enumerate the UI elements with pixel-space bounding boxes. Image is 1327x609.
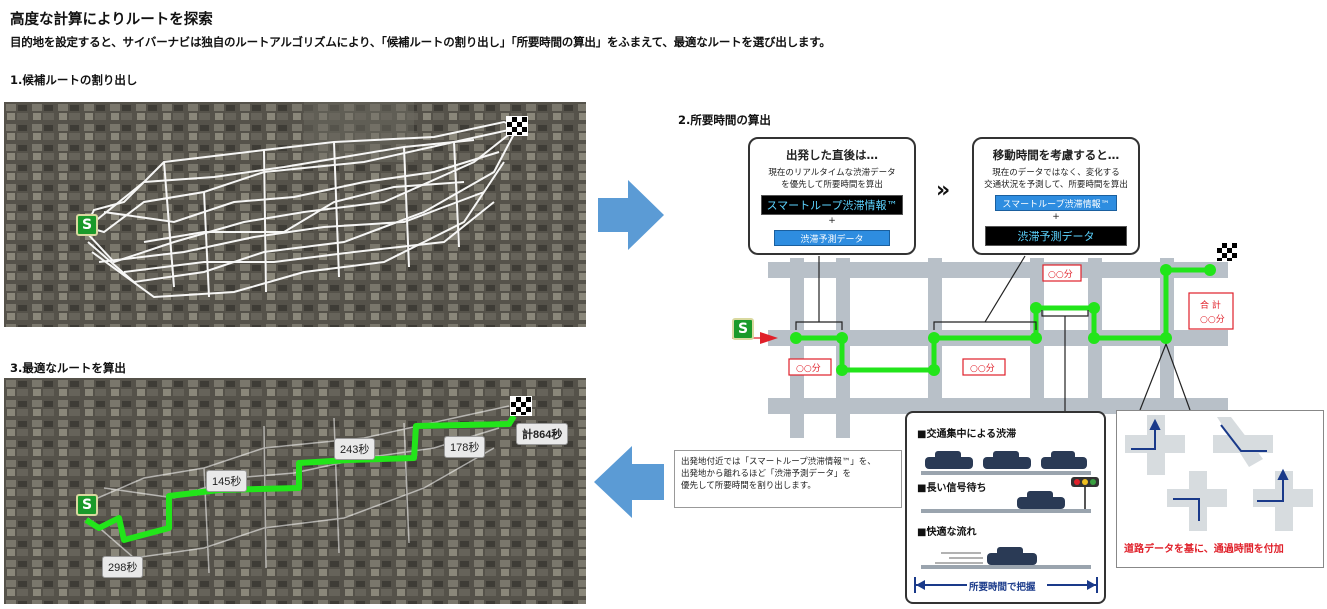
road-data-box xyxy=(1116,410,1324,568)
explanation-note: 出発地付近では「スマートループ渋滞情報™」を、 出発地から離れるほど「渋滞予測デ… xyxy=(674,450,902,508)
start-flag-icon: S xyxy=(732,318,754,340)
candidate-routes-map: S xyxy=(4,102,586,327)
realtime-heading: 出発した直後は… xyxy=(786,148,878,162)
forecast-desc-line2: 交通状況を予測して、所要時間を算出 xyxy=(984,180,1128,190)
legend-signal-wait: ■長い信号待ち xyxy=(917,483,987,494)
total-time-callout xyxy=(1188,292,1234,330)
step3-label: 3.最適なルートを算出 xyxy=(10,361,126,375)
time-label-text: ○○分 xyxy=(970,364,995,374)
optimal-route-map: S 298秒 145秒 243秒 178秒 計864秒 xyxy=(4,378,586,604)
road-data-caption: 道路データを基に、通過時間を付加 xyxy=(1124,544,1284,555)
time-label-callout xyxy=(788,358,832,376)
time-label-text: ○○分 xyxy=(1048,270,1073,280)
realtime-desc-line2: を優先して所要時間を算出 xyxy=(781,180,883,190)
traffic-legend-box: ■交通集中による渋滞 ■長い信号待ち ■快適な流れ 所要時間で把握 xyxy=(905,411,1106,604)
realtime-callout-box: 出発した直後は… 現在のリアルタイムな渋滞データ を優先して所要時間を算出 スマ… xyxy=(748,137,916,255)
optimal-route-svg xyxy=(4,378,586,604)
segment-time-badge: 298秒 xyxy=(102,556,144,578)
forecast-tag: 渋滞予測データ xyxy=(774,230,890,246)
legend-congestion: ■交通集中による渋滞 xyxy=(917,429,1017,440)
smartloop-tag: スマートループ渋滞情報™ xyxy=(995,195,1117,211)
total-time-badge: 計864秒 xyxy=(516,423,569,445)
realtime-desc-line1: 現在のリアルタイムな渋滞データ xyxy=(768,168,896,178)
goal-flag-icon xyxy=(1216,242,1238,262)
page-title: 高度な計算によりルートを探索 xyxy=(10,12,213,28)
goal-flag-icon xyxy=(506,116,528,136)
step1-label: 1.候補ルートの割り出し xyxy=(10,73,138,87)
car-queue-icon xyxy=(921,451,1091,475)
legend-footer: 所要時間で把握 xyxy=(969,582,1036,593)
note-line1: 出発地付近では「スマートループ渋滞情報™」を、 xyxy=(681,457,876,467)
duration-arrow-icon xyxy=(914,577,1098,593)
time-label-callout xyxy=(1042,264,1082,282)
smartloop-tag: スマートループ渋滞情報™ xyxy=(761,195,903,215)
segment-time-badge: 243秒 xyxy=(334,438,376,460)
moving-car-icon xyxy=(921,547,1091,569)
road-grid-diagram xyxy=(732,255,1228,438)
traffic-signal-icon xyxy=(921,477,1099,513)
forecast-callout-box: 移動時間を考慮すると… 現在のデータではなく、変化する 交通状況を予測して、所要… xyxy=(972,137,1140,255)
forecast-desc-line1: 現在のデータではなく、変化する xyxy=(992,168,1120,178)
time-label-callout xyxy=(962,358,1006,376)
legend-smooth-flow: ■快適な流れ xyxy=(917,527,977,538)
double-chevron-icon: » xyxy=(936,178,950,203)
page-subtitle: 目的地を設定すると、サイバーナビは独自のルートアルゴリズムにより、「候補ルートの… xyxy=(10,35,831,49)
arrow-right-icon xyxy=(598,180,664,250)
note-line3: 優先して所要時間を割り出します。 xyxy=(681,481,816,491)
arrow-left-icon xyxy=(594,446,664,518)
start-flag-icon: S xyxy=(76,494,98,516)
step2-label: 2.所要時間の算出 xyxy=(678,113,771,127)
plus-sign: + xyxy=(1052,212,1060,222)
total-label-line2: ○○分 xyxy=(1200,315,1225,325)
goal-flag-icon xyxy=(510,396,532,416)
candidate-routes-svg xyxy=(4,102,586,327)
time-label-text: ○○分 xyxy=(796,364,821,374)
note-line2: 出発地から離れるほど「渋滞予測データ」を xyxy=(681,469,852,479)
segment-time-badge: 145秒 xyxy=(206,470,248,492)
plus-sign: + xyxy=(828,216,836,226)
intersection-icons xyxy=(1125,415,1313,531)
forecast-heading: 移動時間を考慮すると… xyxy=(992,148,1120,162)
total-label-line1: 合 計 xyxy=(1200,301,1221,311)
forecast-tag: 渋滞予測データ xyxy=(985,226,1127,246)
segment-time-badge: 178秒 xyxy=(444,436,486,458)
start-flag-icon: S xyxy=(76,214,98,236)
